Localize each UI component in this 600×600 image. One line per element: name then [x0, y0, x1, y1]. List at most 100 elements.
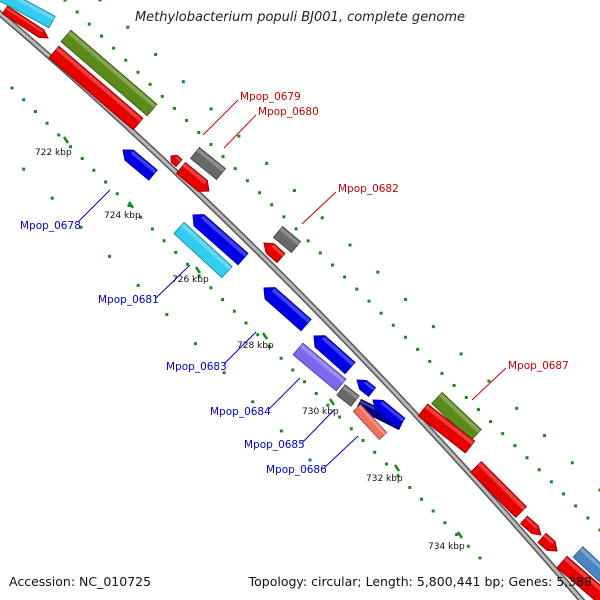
red-cds-0682[interactable]: [260, 239, 286, 264]
gene-label-mpop-0687[interactable]: Mpop_0687: [508, 360, 569, 372]
guide-dot: [267, 345, 271, 348]
guide-dot: [139, 215, 143, 219]
cyan-feature-top[interactable]: [0, 0, 56, 29]
guide-dot: [126, 25, 130, 29]
kbp-tick-mark: [393, 464, 401, 472]
gene-label-mpop-0686[interactable]: Mpop_0686: [266, 464, 327, 476]
red-cds-right-b[interactable]: [519, 515, 545, 538]
kbp-tick-mark: [456, 531, 464, 539]
grey-feature-0685[interactable]: [336, 384, 360, 407]
kbp-ticks: 722 kbp 724 kbp 726 kbp 728 kbp 730 kbp …: [35, 148, 465, 552]
guide-dot: [452, 383, 456, 387]
guide-dot: [181, 80, 185, 84]
guide-dot: [186, 262, 189, 266]
red-cds-right-a[interactable]: [469, 460, 528, 519]
guide-dot: [251, 400, 255, 404]
cyan-feature-0681[interactable]: [173, 221, 233, 279]
guide-dot: [245, 179, 249, 183]
guide-dot: [63, 0, 67, 2]
guide-dot: [489, 420, 493, 424]
guide-dot: [50, 196, 54, 200]
tick-label-730: 730 kbp: [302, 407, 339, 417]
guide-dot: [160, 94, 164, 98]
blue-cds-0685[interactable]: [369, 395, 406, 429]
guide-dot: [443, 521, 447, 525]
purple-feature-0684[interactable]: [292, 342, 347, 392]
gene-label-mpop-0681[interactable]: Mpop_0681: [98, 294, 159, 306]
salmon-feature-0686[interactable]: [352, 403, 388, 441]
gene-label-mpop-0680[interactable]: Mpop_0680: [258, 106, 319, 118]
guide-dot: [373, 450, 377, 454]
red-cds-right-c[interactable]: [537, 532, 561, 555]
guide-dot: [33, 110, 37, 113]
guide-dot: [455, 533, 459, 536]
guide-dot: [233, 167, 237, 171]
guide-dot: [598, 528, 600, 532]
guide-dot: [318, 251, 322, 255]
guide-dot: [193, 342, 197, 346]
guide-dot: [258, 191, 262, 195]
guide-dot: [99, 34, 103, 38]
guide-dot: [320, 216, 324, 220]
guide-dot: [598, 488, 600, 492]
blue-cds-0681[interactable]: [188, 209, 249, 266]
guide-dot: [420, 497, 423, 501]
guide-dot: [326, 403, 330, 407]
gene-label-mpop-0678[interactable]: Mpop_0678: [20, 220, 81, 232]
red-cds-top-a[interactable]: [1, 5, 51, 42]
guide-dot: [525, 456, 529, 460]
guide-dot: [416, 347, 420, 351]
gene-label-mpop-0682[interactable]: Mpop_0682: [338, 183, 399, 195]
guide-dot: [222, 371, 226, 375]
gene-labels: Mpop_0679 Mpop_0680 Mpop_0682 Mpop_0687 …: [20, 91, 569, 476]
gene-label-mpop-0684[interactable]: Mpop_0684: [210, 406, 271, 418]
gene-label-mpop-0679[interactable]: Mpop_0679: [240, 91, 301, 103]
blue-cds-0684[interactable]: [309, 330, 356, 375]
guide-dot: [440, 371, 444, 375]
gene-label-mpop-0683[interactable]: Mpop_0683: [166, 361, 227, 373]
olive-track-top[interactable]: [60, 29, 158, 117]
guide-dot: [270, 203, 274, 207]
guide-dot: [92, 168, 96, 172]
guide-dot: [338, 415, 342, 419]
guide-dot: [562, 492, 566, 496]
guide-dot: [331, 263, 334, 267]
red-cds-small-0679[interactable]: [168, 153, 183, 168]
red-cds-top-b[interactable]: [48, 45, 144, 131]
tick-label-732: 732 kbp: [366, 474, 403, 484]
tick-label-728: 728 kbp: [237, 341, 274, 351]
guide-dot: [513, 444, 517, 448]
guide-dot: [98, 0, 102, 2]
guide-dot: [256, 333, 260, 337]
guide-dot: [209, 107, 213, 111]
kbp-tick-mark: [261, 332, 269, 340]
guide-dot: [487, 379, 491, 383]
guide-dot: [136, 70, 140, 74]
guide-dot: [282, 215, 286, 219]
guide-dot: [22, 98, 26, 102]
guide-dot: [279, 429, 283, 433]
guide-dot: [45, 121, 49, 125]
red-cds-0687[interactable]: [417, 403, 476, 454]
guide-dot: [376, 270, 380, 274]
red-cds-bottom-right[interactable]: [556, 555, 600, 600]
topology-stats-text: Topology: circular; Length: 5,800,441 bp…: [248, 574, 592, 589]
guide-dot: [403, 335, 407, 339]
tick-label-726: 726 kbp: [172, 275, 209, 285]
guide-dot: [501, 432, 505, 436]
grey-feature-0680[interactable]: [189, 146, 227, 181]
guide-dot: [162, 239, 166, 243]
grey-feature-0682[interactable]: [272, 225, 302, 254]
steelblue-feature-right[interactable]: [572, 546, 600, 584]
red-cds-0680[interactable]: [175, 161, 214, 197]
blue-cds-0683[interactable]: [259, 282, 312, 332]
guide-dot: [22, 167, 26, 171]
blue-cds-0685-small[interactable]: [354, 376, 377, 397]
guide-dot: [343, 275, 347, 279]
guide-dot: [197, 131, 201, 134]
guide-dot: [265, 161, 269, 165]
blue-cds-0678[interactable]: [119, 145, 158, 181]
gene-label-mpop-0685[interactable]: Mpop_0685: [244, 439, 305, 451]
guide-dot: [586, 516, 590, 520]
